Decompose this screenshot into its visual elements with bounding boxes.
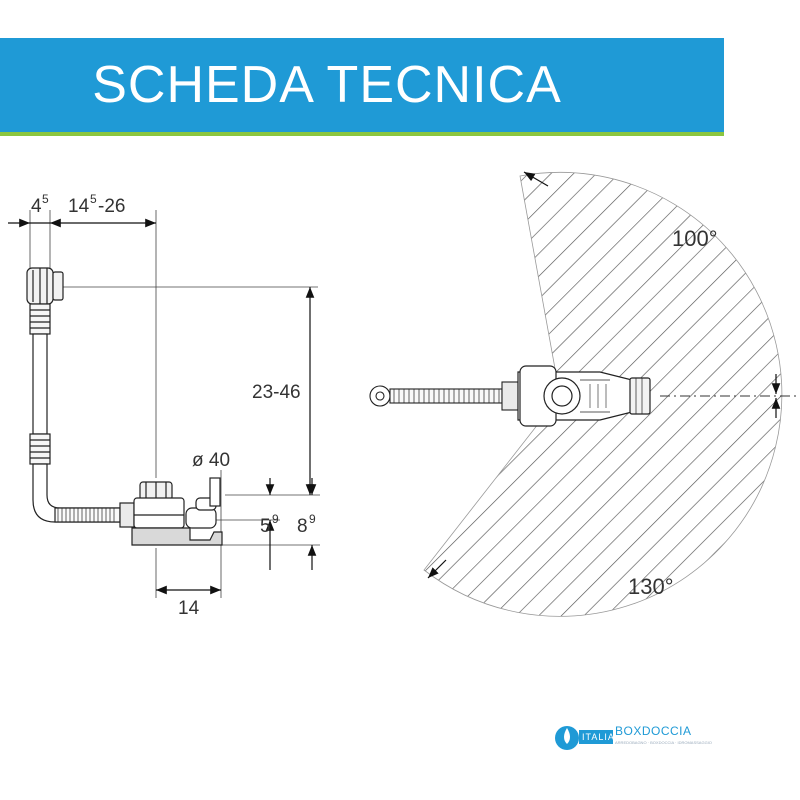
drain-housing [517,365,651,427]
dim-sup-4-5: 5 [42,192,49,206]
logo-brand-right: BOXDOCCIA [615,724,692,738]
dim-label-14-26-rest: -26 [98,196,125,217]
dim-label-8-9: 8 [297,516,308,537]
dim-sup-14-26: 5 [90,192,97,206]
dim-sup-5-9: 9 [272,512,279,526]
brand-logo: ITALIA BOXDOCCIA ARREDOBAGNO · BOXDOCCIA… [553,716,713,760]
side-view [8,210,320,598]
dim-label-5-9: 5 [260,516,271,537]
pipe-nut [119,502,135,528]
logo-brand-left: ITALIA [582,732,615,742]
dim-label-23-46: 23-46 [252,382,301,403]
header-banner: SCHEDA TECNICA [0,38,724,136]
angle-arrow-upper [523,171,549,187]
drain-body [131,477,223,546]
angle-arrow-lower [427,559,447,579]
overflow-head [26,267,64,305]
water-drop-icon [555,726,613,750]
ribbed-section [29,433,51,465]
angle-label-lower: 130° [628,574,674,599]
dim-label-diameter-40: ø 40 [192,450,230,471]
top-view [369,171,800,617]
page-title: SCHEDA TECNICA [92,56,562,114]
swivel-arm [369,381,519,411]
dim-sup-8-9: 9 [309,512,316,526]
overflow-connector [29,303,51,335]
angle-label-upper: 100° [672,226,718,251]
horizontal-corrugated-pipe [54,507,121,523]
logo-tagline: ARREDOBAGNO · BOXDOCCIA · IDROMASSAGGIO [615,740,712,745]
side-view-labels: 4 5 14 5 -26 23-46 ø 40 5 9 8 9 14 [31,192,316,619]
dim-label-14-26-base: 14 [68,196,90,217]
dim-label-4-5: 4 [31,196,42,217]
vertical-pipe [32,333,48,435]
dim-label-14: 14 [178,598,200,619]
